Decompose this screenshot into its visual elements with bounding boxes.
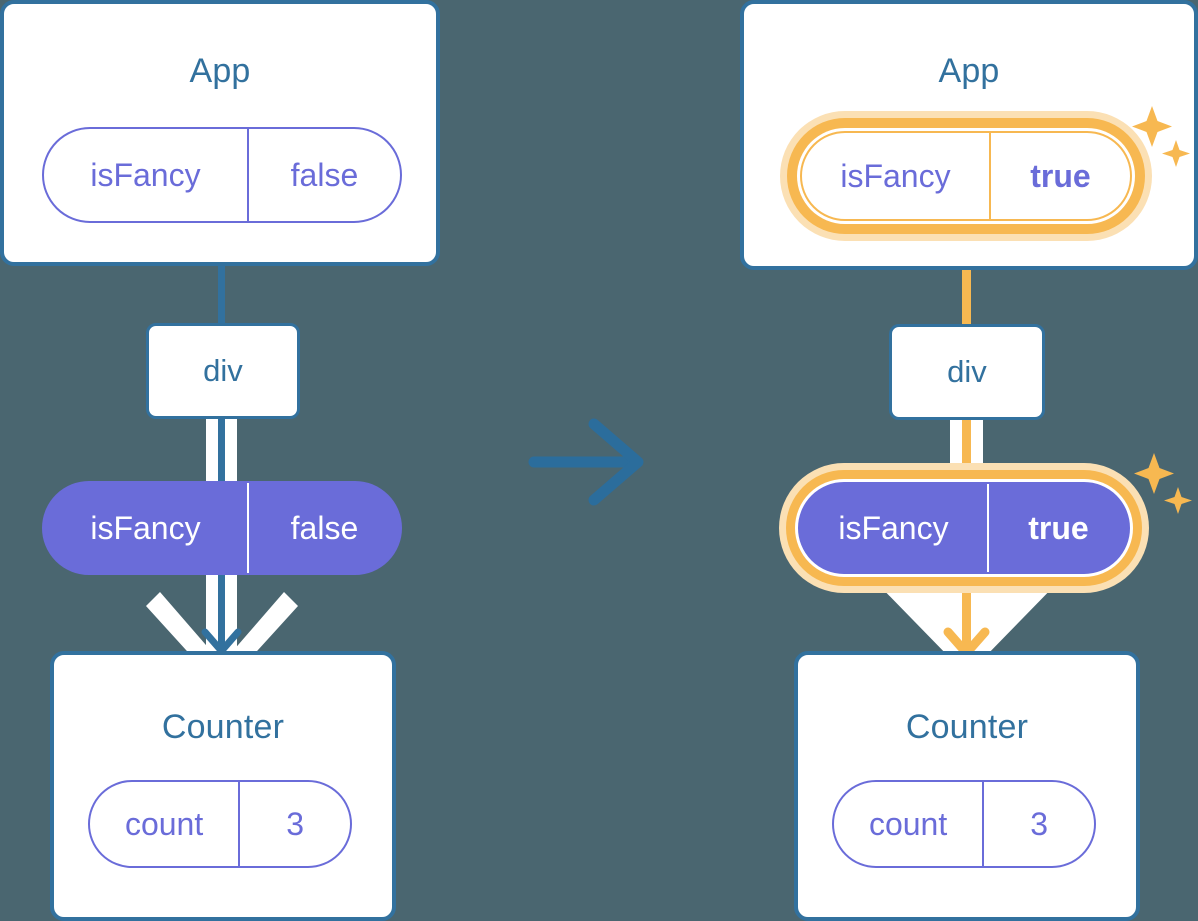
app-title-before: App (189, 52, 251, 90)
sparkle-icon (1132, 106, 1172, 147)
counter-state-pill-before: count 3 (88, 780, 352, 868)
sparkle-icon (1134, 453, 1174, 494)
counter-value-after: 3 (1030, 805, 1048, 842)
div-label-after: div (947, 354, 987, 389)
right-arrow-icon (528, 418, 644, 506)
sparkle-group-top-after (1132, 106, 1190, 167)
prop-value-after: true (1028, 509, 1089, 546)
counter-title-before: Counter (161, 708, 285, 746)
prop-pill-after: isFancy true (798, 482, 1130, 574)
counter-value-before: 3 (286, 805, 304, 842)
state-value-after: true (1030, 157, 1091, 194)
prop-key-before: isFancy (44, 483, 249, 573)
sparkle-group-bottom-after (1134, 453, 1192, 514)
div-label-before: div (203, 353, 243, 388)
prop-key-after: isFancy (800, 484, 989, 572)
div-node-after: div (889, 324, 1045, 420)
prop-value-before: false (290, 509, 359, 546)
counter-key-before: count (90, 782, 241, 866)
sparkle-icon (1162, 140, 1190, 167)
prop-pill-before: isFancy false (42, 481, 402, 575)
state-key-before: isFancy (44, 129, 249, 221)
counter-title-after: Counter (905, 708, 1029, 746)
app-state-pill-after: isFancy true (800, 131, 1132, 221)
sparkle-icon (1164, 487, 1192, 514)
state-value-before: false (290, 156, 359, 193)
app-state-pill-before: isFancy false (42, 127, 402, 223)
edge-div-to-prop-left (206, 418, 237, 490)
state-key-after: isFancy (802, 133, 991, 219)
counter-state-pill-after: count 3 (832, 780, 1096, 868)
app-title-after: App (938, 52, 1000, 90)
counter-key-after: count (834, 782, 985, 866)
div-node-before: div (146, 323, 300, 419)
